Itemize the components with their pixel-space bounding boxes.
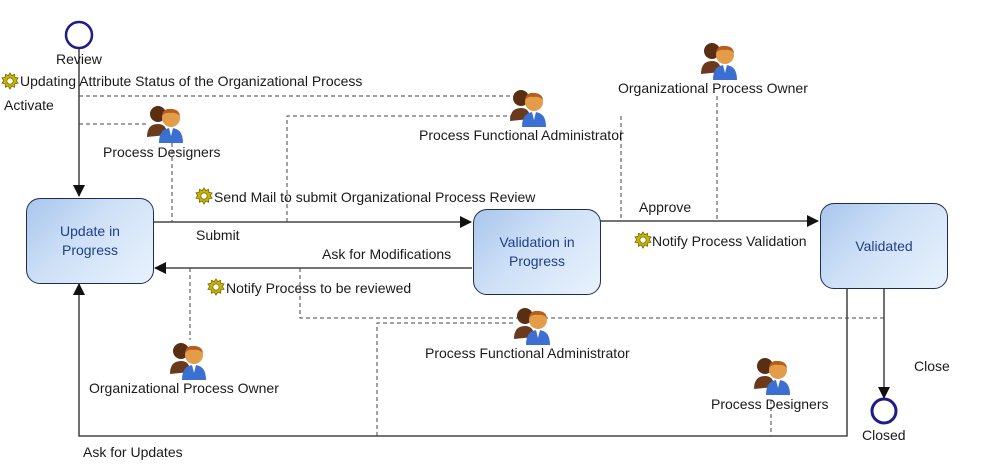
associations [79,95,884,436]
notify-validation-label: Notify Process Validation [652,233,807,249]
approve-label: Approve [639,199,692,215]
ask-updates-transition [73,283,848,437]
ask-updates-label: Ask for Updates [83,444,183,460]
initial-state [64,20,94,50]
gear-icon [634,231,652,249]
close-label: Close [914,358,950,374]
people-icon [147,106,183,143]
state-validation-in-progress-label: Validation in Progress [499,234,575,269]
final-state-label: Closed [862,427,906,443]
state-update-in-progress-label: Update in Progress [60,223,120,258]
ask-modifications-label: Ask for Modifications [322,246,452,262]
state-update-in-progress[interactable]: Update in Progress [26,198,154,284]
role-opo-top: Organizational Process Owner [618,80,808,96]
gear-icon [195,187,213,205]
notify-review-label: Notify Process to be reviewed [226,280,412,296]
role-opo-bottom: Organizational Process Owner [89,380,279,396]
state-validation-in-progress[interactable]: Validation in Progress [473,209,601,295]
final-state [870,397,898,425]
initial-state-label: Review [56,51,102,67]
updating-attribute-label: Updating Attribute Status of the Organiz… [20,73,363,89]
role-pfa-top: Process Functional Administrator [419,127,624,143]
role-pfa-bottom: Process Functional Administrator [425,345,630,361]
people-icon [510,90,546,127]
people-icon [754,358,790,395]
state-validated[interactable]: Validated [820,203,948,289]
role-process-designers-bottom: Process Designers [711,396,829,412]
send-mail-label: Send Mail to submit Organizational Proce… [214,189,536,205]
people-icon [701,43,737,80]
gear-icon [1,72,19,90]
activate-label: Activate [4,97,54,113]
gear-icon [207,278,225,296]
state-validated-label: Validated [855,237,913,254]
people-icon [170,343,206,380]
people-icon [514,308,550,345]
role-process-designers-top: Process Designers [103,144,221,160]
submit-label: Submit [196,227,240,243]
transitions [73,48,890,437]
